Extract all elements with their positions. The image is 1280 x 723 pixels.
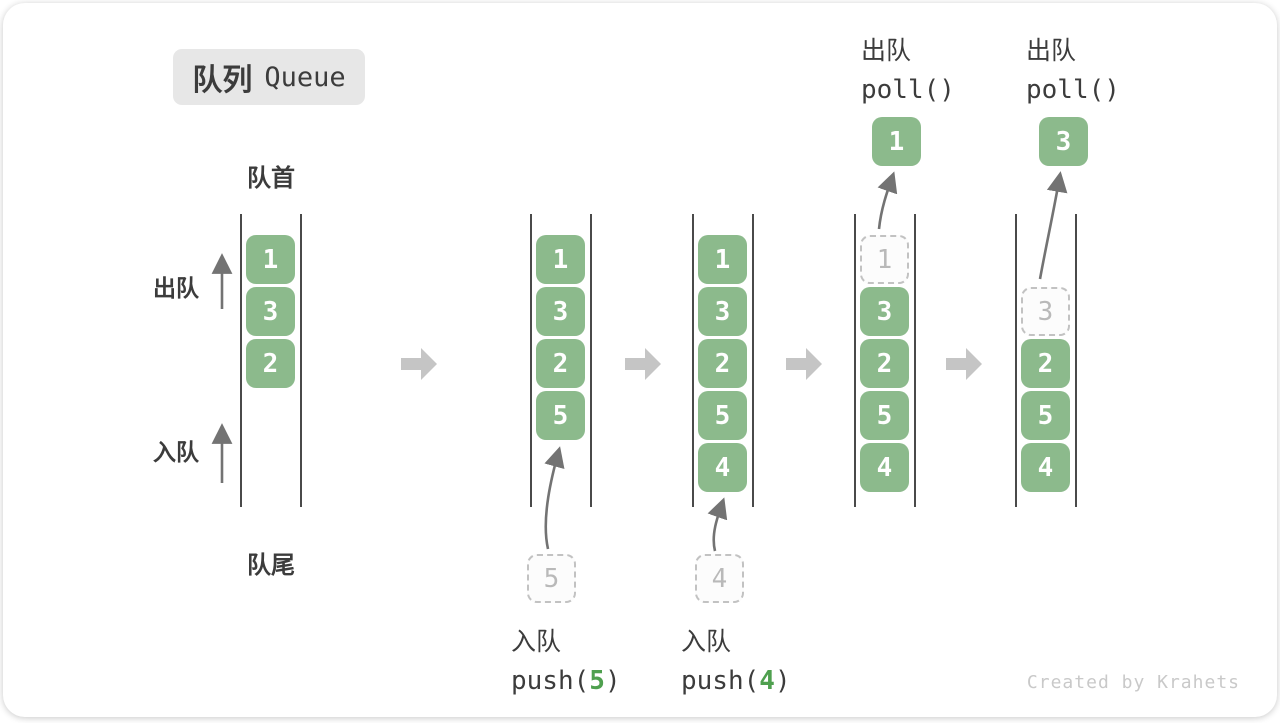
push-caption-4-code: push(4) (681, 666, 791, 696)
poll-caption-2: 出队 poll() (1026, 31, 1120, 105)
title-zh: 队列 (192, 64, 253, 97)
queue-item: 1 (536, 235, 585, 284)
push-5-post: ) (604, 666, 621, 696)
queue-item: 5 (536, 391, 585, 440)
transition-arrow-2 (625, 348, 661, 380)
poll-caption-2-zh: 出队 (1026, 37, 1077, 65)
watermark: Created by Krahets (1026, 672, 1240, 693)
queue-item-dashed: 3 (1021, 287, 1070, 336)
queue-item: 4 (860, 443, 909, 492)
push-4-pre: push( (681, 666, 760, 696)
push-caption-4-zh: 入队 (681, 628, 732, 656)
dequeue-side-label: 出队 (153, 275, 199, 301)
push-caption-5-code: push(5) (511, 666, 621, 696)
queue-item: 2 (536, 339, 585, 388)
queue-item: 1 (698, 235, 747, 284)
push-4-arg: 4 (759, 666, 775, 696)
queue-rear-label: 队尾 (247, 552, 295, 579)
polled-item-1: 1 (872, 117, 921, 166)
queue-item: 3 (860, 287, 909, 336)
queue-item: 3 (246, 287, 295, 336)
title-badge: 队列 Queue (173, 49, 365, 105)
poll-caption-1: 出队 poll() (861, 31, 955, 105)
queue-item-dashed: 1 (860, 235, 909, 284)
push-5-arg: 5 (589, 666, 605, 696)
push-caption-4: 入队 push(4) (681, 622, 791, 696)
poll-caption-1-zh: 出队 (861, 37, 912, 65)
polled-item-3: 3 (1039, 117, 1088, 166)
queue-item: 4 (698, 443, 747, 492)
queue-item: 3 (698, 287, 747, 336)
push-caption-5: 入队 push(5) (511, 622, 621, 696)
queue-item: 4 (1021, 443, 1070, 492)
poll-caption-1-code: poll() (861, 75, 955, 105)
transition-arrow-3 (786, 348, 822, 380)
title-en: Queue (264, 61, 346, 93)
enqueue-side-label: 入队 (153, 439, 199, 465)
queue-front-label: 队首 (247, 165, 295, 192)
queue-item: 3 (536, 287, 585, 336)
push-4-post: ) (774, 666, 791, 696)
queue-item: 2 (246, 339, 295, 388)
queue-item: 2 (698, 339, 747, 388)
arrows-overlay (211, 171, 1068, 552)
staging-item-4: 4 (695, 554, 744, 603)
queue-item: 2 (860, 339, 909, 388)
push-5-pre: push( (511, 666, 590, 696)
queue-item: 1 (246, 235, 295, 284)
queue-item: 5 (1021, 391, 1070, 440)
push-4-arrow (707, 497, 728, 552)
push-caption-5-zh: 入队 (511, 628, 562, 656)
transition-arrow-1 (401, 348, 437, 380)
transition-arrow-4 (946, 348, 982, 380)
queue-item: 2 (1021, 339, 1070, 388)
queue-item: 5 (860, 391, 909, 440)
queue-item: 5 (698, 391, 747, 440)
staging-item-5: 5 (527, 554, 576, 603)
poll-caption-2-code: poll() (1026, 75, 1120, 105)
